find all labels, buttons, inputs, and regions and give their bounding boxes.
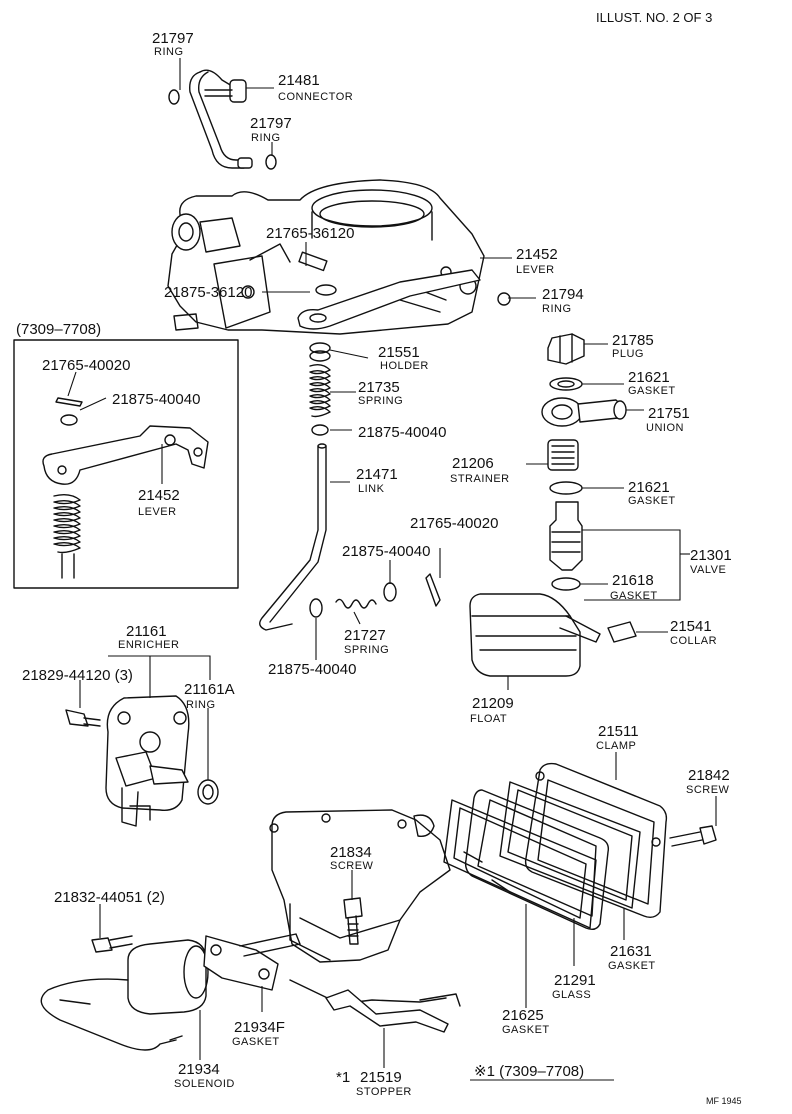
carburetor-body-drawing — [167, 179, 511, 335]
label-21735-name: SPRING — [358, 395, 403, 407]
label-21452-name: LEVER — [516, 264, 555, 276]
label-21625-num: 21625 — [502, 1007, 544, 1024]
label-21735-num: 21735 — [358, 379, 400, 396]
label-21875-40040-b: 21875-40040 — [342, 543, 430, 560]
label-21519-name: STOPPER — [356, 1086, 412, 1098]
part-labels: 21797 RING 21481 CONNECTOR 21797 RING 21… — [16, 30, 732, 1098]
label-21794-name: RING — [542, 303, 572, 315]
label-21291-name: GLASS — [552, 989, 591, 1001]
label-21797-ring-name: RING — [154, 46, 184, 58]
label-21765-36120: 21765-36120 — [266, 225, 354, 242]
label-21751-num: 21751 — [648, 405, 690, 422]
label-21206-num: 21206 — [452, 455, 494, 472]
label-21842-num: 21842 — [688, 767, 730, 784]
label-21875-40040-a: 21875-40040 — [358, 424, 446, 441]
label-21934-num: 21934 — [178, 1061, 220, 1078]
label-21291-num: 21291 — [554, 972, 596, 989]
label-21621-a-name: GASKET — [628, 385, 676, 397]
label-21797-ring-num: 21797 — [152, 30, 194, 47]
label-21618-name: GASKET — [610, 590, 658, 602]
label-21785-name: PLUG — [612, 348, 644, 360]
solenoid-drawing — [40, 933, 461, 1051]
label-21727-num: 21727 — [344, 627, 386, 644]
label-21751-name: UNION — [646, 422, 684, 434]
label-21161-num: 21161 — [126, 623, 167, 640]
label-21934F-num: 21934F — [234, 1019, 285, 1036]
label-21541-num: 21541 — [670, 618, 712, 635]
leader-lines — [67, 58, 717, 1081]
label-21829-44120: 21829-44120 (3) — [22, 667, 133, 684]
label-21551-name: HOLDER — [380, 360, 429, 372]
label-21301-num: 21301 — [690, 547, 732, 564]
label-21481-name: CONNECTOR — [278, 91, 353, 103]
label-21631-name: GASKET — [608, 960, 656, 972]
label-21934-name: SOLENOID — [174, 1078, 235, 1090]
label-21161A-name: RING — [186, 699, 216, 711]
label-21727-name: SPRING — [344, 644, 389, 656]
label-21519-mark: *1 — [336, 1069, 350, 1086]
link-assembly-drawing — [259, 342, 441, 631]
enricher-drawing — [65, 695, 219, 827]
label-21794-num: 21794 — [542, 286, 584, 303]
label-21161-name: ENRICHER — [118, 639, 179, 651]
label-21471-num: 21471 — [356, 466, 398, 483]
label-21209-num: 21209 — [472, 695, 514, 712]
label-21797-ring-b-name: RING — [251, 132, 281, 144]
footnote-range: ※1 (7309–7708) — [474, 1063, 584, 1080]
label-inset-21765-40020: 21765-40020 — [42, 357, 130, 374]
label-21934F-name: GASKET — [232, 1036, 280, 1048]
label-21765-40020: 21765-40020 — [410, 515, 498, 532]
label-21785-num: 21785 — [612, 332, 654, 349]
label-21551-num: 21551 — [378, 344, 420, 361]
label-21625-name: GASKET — [502, 1024, 550, 1036]
label-21206-name: STRAINER — [450, 473, 510, 485]
label-21511-name: CLAMP — [596, 740, 636, 752]
label-21481-num: 21481 — [278, 72, 320, 89]
label-21631-num: 21631 — [610, 943, 652, 960]
label-inset-21875-40040: 21875-40040 — [112, 391, 200, 408]
float-drawing — [469, 593, 637, 677]
label-inset-21452-num: 21452 — [138, 487, 180, 504]
label-21834-num: 21834 — [330, 844, 372, 861]
label-21541-name: COLLAR — [670, 635, 717, 647]
label-21875-40040-c: 21875-40040 — [268, 661, 356, 678]
inset-range-label: (7309–7708) — [16, 321, 101, 338]
float-bowl-drawing — [269, 762, 717, 963]
label-21834-name: SCREW — [330, 860, 374, 872]
label-21519-num: 21519 — [360, 1069, 402, 1086]
fuel-inlet-drawing — [541, 333, 627, 591]
label-21209-name: FLOAT — [470, 713, 507, 725]
connector-tube-drawing — [168, 69, 277, 170]
label-21875-36120: 21875-36120 — [164, 284, 252, 301]
inset-box — [13, 339, 239, 589]
label-21621-b-name: GASKET — [628, 495, 676, 507]
label-21452-num: 21452 — [516, 246, 558, 263]
inset-lever-drawing — [42, 397, 209, 579]
label-21832-44051: 21832-44051 (2) — [54, 889, 165, 906]
label-21621-b-num: 21621 — [628, 479, 670, 496]
label-21842-name: SCREW — [686, 784, 730, 796]
label-21797-ring-b-num: 21797 — [250, 115, 292, 132]
label-21471-name: LINK — [358, 483, 385, 495]
label-21511-num: 21511 — [598, 723, 639, 740]
drawing-code: MF 1945 — [706, 1096, 742, 1106]
illustration-number: ILLUST. NO. 2 OF 3 — [596, 10, 712, 25]
label-inset-21452-name: LEVER — [138, 506, 177, 518]
label-21618-num: 21618 — [612, 572, 654, 589]
label-21301-name: VALVE — [690, 564, 726, 576]
label-21621-a-num: 21621 — [628, 369, 670, 386]
label-21161A-num: 21161A — [184, 681, 235, 698]
